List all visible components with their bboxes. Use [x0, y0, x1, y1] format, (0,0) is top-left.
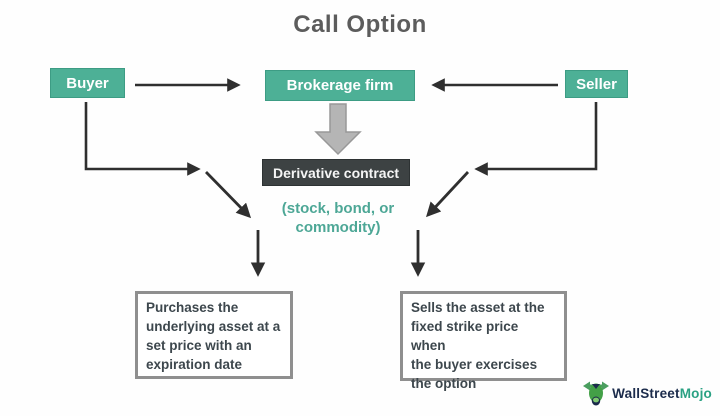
- buyer-node: Buyer: [50, 68, 125, 98]
- derivative-note: (stock, bond, or commodity): [281, 200, 395, 236]
- buyer-outcome-box: Purchases the underlying asset at a set …: [135, 291, 293, 379]
- logo-text-wallstreet: WallStreet: [612, 385, 680, 401]
- block-arrow-brokerage-to-derivative: [314, 103, 362, 156]
- logo-wordmark: WallStreetMojo: [612, 386, 712, 401]
- diagram-title: Call Option: [293, 11, 427, 38]
- arrow-seller-to-outcome: [410, 102, 598, 277]
- derivative-contract-node: Derivative contract: [262, 159, 410, 186]
- logo-text-mojo: Mojo: [679, 385, 712, 401]
- brokerage-firm-node: Brokerage firm: [265, 70, 415, 101]
- bull-icon: [583, 381, 610, 406]
- seller-outcome-box: Sells the asset at the fixed strike pric…: [400, 291, 567, 391]
- seller-node: Seller: [565, 70, 628, 98]
- arrow-buyer-to-outcome: [84, 102, 266, 277]
- wallstreetmojo-logo: WallStreetMojo: [583, 378, 712, 408]
